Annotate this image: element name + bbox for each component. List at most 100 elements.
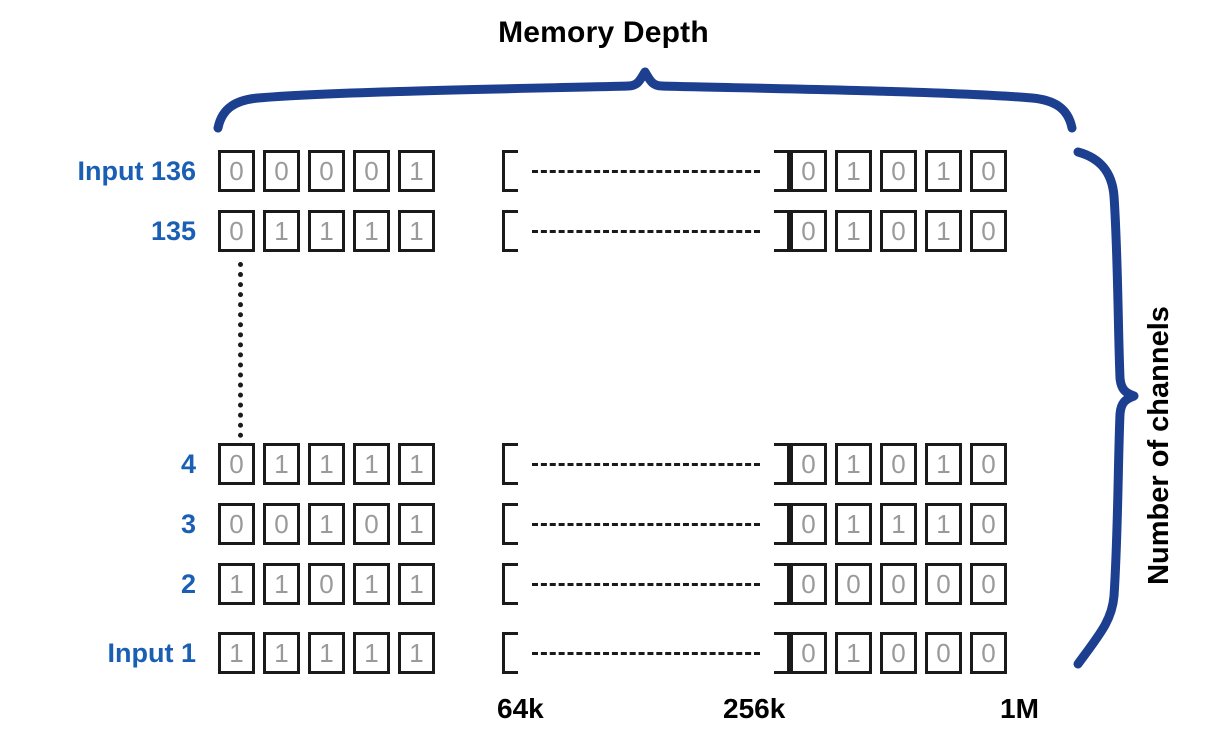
dashed-continuation-line bbox=[532, 582, 760, 586]
bit-cell: 0 bbox=[790, 563, 827, 605]
bit-cell: 1 bbox=[218, 632, 255, 674]
bit-cell: 0 bbox=[970, 443, 1007, 485]
bracket-open-icon bbox=[502, 210, 518, 252]
bit-group-ellipsis bbox=[502, 443, 790, 485]
bracket-close-icon bbox=[774, 210, 790, 252]
row-label: 3 bbox=[180, 509, 196, 539]
bit-cell: 0 bbox=[970, 210, 1007, 252]
bracket-close-icon bbox=[774, 632, 790, 674]
bit-cell: 1 bbox=[308, 210, 345, 252]
page-title: Memory Depth bbox=[0, 16, 1231, 50]
bracket-open-icon bbox=[502, 503, 518, 545]
bracket-close-icon bbox=[774, 443, 790, 485]
bit-cell: 1 bbox=[353, 210, 390, 252]
bit-cell: 0 bbox=[790, 632, 827, 674]
bit-cell: 0 bbox=[790, 503, 827, 545]
dashed-continuation-line bbox=[532, 229, 760, 233]
bit-group-ellipsis bbox=[502, 150, 790, 192]
bit-cell: 0 bbox=[970, 632, 1007, 674]
bit-cell: 0 bbox=[970, 563, 1007, 605]
bit-group-ellipsis bbox=[502, 210, 790, 252]
bit-cell: 0 bbox=[263, 503, 300, 545]
bit-cell: 1 bbox=[398, 150, 435, 192]
bit-cell: 1 bbox=[308, 632, 345, 674]
bit-cell: 1 bbox=[353, 443, 390, 485]
bit-cell: 0 bbox=[970, 503, 1007, 545]
bit-cell: 0 bbox=[925, 632, 962, 674]
number-of-channels-label: Number of channels bbox=[1141, 245, 1177, 645]
bit-cell: 1 bbox=[218, 563, 255, 605]
bracket-close-icon bbox=[774, 150, 790, 192]
bit-cell: 0 bbox=[218, 150, 255, 192]
bit-cell: 1 bbox=[835, 503, 872, 545]
axis-tick-label: 1M bbox=[1000, 693, 1039, 724]
bit-cell: 1 bbox=[398, 632, 435, 674]
bit-cell: 0 bbox=[308, 563, 345, 605]
bit-cell: 0 bbox=[353, 503, 390, 545]
bit-cell: 0 bbox=[218, 443, 255, 485]
number-of-channels-text: Number of channels bbox=[1142, 305, 1175, 585]
bit-cell: 0 bbox=[835, 563, 872, 605]
bit-cell: 1 bbox=[925, 443, 962, 485]
row-label: Input 136 bbox=[77, 156, 196, 186]
bit-cell: 0 bbox=[308, 150, 345, 192]
bracket-close-icon bbox=[774, 563, 790, 605]
bit-cell: 0 bbox=[263, 150, 300, 192]
bracket-open-icon bbox=[502, 563, 518, 605]
bit-group-ellipsis bbox=[502, 503, 790, 545]
bit-cell: 1 bbox=[263, 210, 300, 252]
bit-cell: 1 bbox=[263, 443, 300, 485]
bracket-close-icon bbox=[774, 503, 790, 545]
number-of-channels-brace-icon bbox=[1073, 147, 1139, 669]
bit-cell: 0 bbox=[970, 150, 1007, 192]
axis-tick-label: 64k bbox=[497, 693, 544, 724]
bit-cell: 1 bbox=[925, 150, 962, 192]
bit-cell: 0 bbox=[790, 150, 827, 192]
vertical-ellipsis-dots bbox=[238, 262, 243, 448]
bit-cell: 0 bbox=[790, 210, 827, 252]
bit-cell: 1 bbox=[398, 503, 435, 545]
memory-depth-title-text: Memory Depth bbox=[498, 16, 709, 49]
bit-cell: 1 bbox=[398, 563, 435, 605]
row-label: Input 1 bbox=[107, 638, 197, 668]
bit-cell: 1 bbox=[308, 503, 345, 545]
bit-cell: 1 bbox=[925, 210, 962, 252]
bit-cell: 1 bbox=[835, 443, 872, 485]
bit-cell: 0 bbox=[880, 150, 917, 192]
dashed-continuation-line bbox=[532, 522, 760, 526]
bit-cell: 1 bbox=[835, 150, 872, 192]
bit-cell: 0 bbox=[218, 210, 255, 252]
bit-cell: 1 bbox=[398, 443, 435, 485]
bit-cell: 1 bbox=[398, 210, 435, 252]
bit-cell: 0 bbox=[880, 632, 917, 674]
bracket-open-icon bbox=[502, 150, 518, 192]
dashed-continuation-line bbox=[532, 169, 760, 173]
bit-cell: 1 bbox=[263, 563, 300, 605]
bit-cell: 0 bbox=[880, 443, 917, 485]
row-label: 2 bbox=[180, 569, 196, 599]
dashed-continuation-line bbox=[532, 462, 760, 466]
bit-cell: 1 bbox=[353, 632, 390, 674]
bracket-open-icon bbox=[502, 443, 518, 485]
dashed-continuation-line bbox=[532, 651, 760, 655]
bit-cell: 1 bbox=[835, 632, 872, 674]
bit-cell: 0 bbox=[218, 503, 255, 545]
bit-cell: 1 bbox=[835, 210, 872, 252]
row-label: 4 bbox=[180, 449, 196, 479]
bit-group-ellipsis bbox=[502, 632, 790, 674]
bit-cell: 1 bbox=[308, 443, 345, 485]
axis-tick-label: 256k bbox=[723, 693, 786, 724]
bit-cell: 1 bbox=[263, 632, 300, 674]
bit-cell: 0 bbox=[925, 563, 962, 605]
row-label: 135 bbox=[150, 216, 196, 246]
